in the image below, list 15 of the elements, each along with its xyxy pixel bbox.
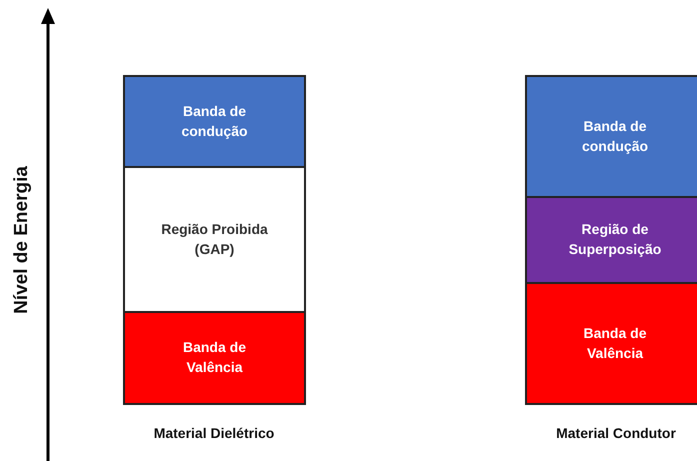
overlap-region bbox=[525, 196, 697, 284]
column-caption: Material Condutor bbox=[556, 425, 676, 441]
axis-title: Nível de Energia bbox=[11, 166, 33, 314]
valence-band bbox=[123, 311, 306, 405]
band-label: Região de Superposição bbox=[568, 220, 662, 259]
band-label: Banda de Valência bbox=[582, 324, 648, 362]
band-label: Banda de condução bbox=[580, 116, 650, 156]
conduction-band bbox=[525, 75, 697, 198]
column-caption: Material Dielétrico bbox=[154, 425, 274, 441]
band-label: Banda de condução bbox=[180, 102, 249, 141]
forbidden-gap-region bbox=[123, 166, 306, 313]
band-label: Banda de Valência bbox=[182, 338, 247, 377]
valence-band bbox=[525, 282, 697, 405]
conduction-band bbox=[123, 75, 306, 168]
band-label: Região Proibida (GAP) bbox=[160, 220, 269, 259]
